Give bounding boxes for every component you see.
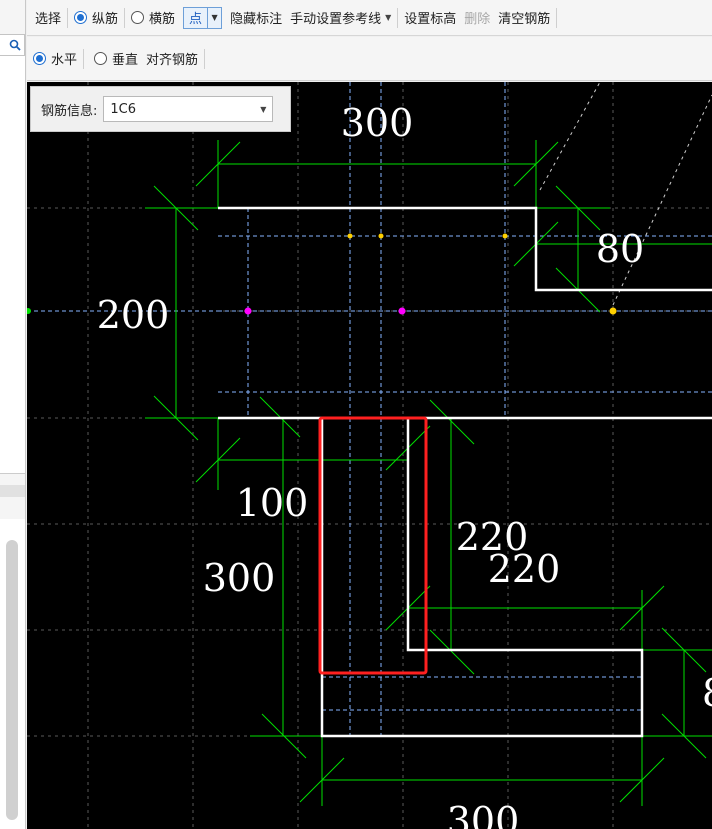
delete-button[interactable]: 删除 bbox=[464, 12, 491, 27]
drawing-canvas[interactable]: 300 200 80 100 300 220 220 300 8 bbox=[27, 82, 712, 829]
radio-horizontal[interactable]: 水平 bbox=[27, 49, 81, 68]
radio-longitudinal[interactable]: 纵筋 bbox=[70, 8, 122, 27]
section-outline bbox=[218, 206, 712, 738]
chevron-down-icon: ▼ bbox=[385, 13, 392, 22]
separator bbox=[204, 48, 206, 69]
separator bbox=[397, 7, 399, 28]
dim-web-width-text: 100 bbox=[236, 481, 309, 525]
separator bbox=[556, 7, 558, 28]
radio-transverse-label: 横筋 bbox=[149, 12, 176, 27]
scrollbar[interactable] bbox=[6, 540, 18, 820]
manual-ref-line-label: 手动设置参考线 bbox=[290, 12, 382, 27]
radio-unchecked-icon bbox=[94, 52, 108, 65]
radio-horizontal-label: 水平 bbox=[51, 53, 78, 68]
radio-checked-icon bbox=[74, 11, 88, 24]
radio-longitudinal-label: 纵筋 bbox=[92, 12, 119, 27]
manual-ref-line-dropdown[interactable]: 手动设置参考线 ▼ bbox=[286, 8, 395, 27]
dim-step-text: 80 bbox=[596, 227, 644, 271]
search-icon[interactable] bbox=[9, 39, 21, 51]
point-mode-value: 点 bbox=[189, 12, 203, 27]
align-rebar-button[interactable]: 对齐钢筋 bbox=[146, 53, 199, 68]
rebar-info-panel: 钢筋信息: 1C6 ▼ bbox=[30, 86, 291, 132]
radio-checked-icon bbox=[33, 52, 46, 65]
separator bbox=[124, 7, 126, 28]
toolbar-primary: 选择 纵筋 横筋 点 ▼ 隐藏标注 手动设置参考线 ▼ 设置标高 删除 清空钢筋 bbox=[27, 0, 712, 36]
background-grid bbox=[27, 82, 712, 829]
rebar-info-select[interactable]: 1C6 ▼ bbox=[103, 96, 274, 122]
separator bbox=[83, 48, 85, 69]
dim-left-text: 200 bbox=[97, 293, 170, 337]
dim-inner-1-text: 220 bbox=[456, 515, 529, 559]
toolbar-secondary: 水平 垂直 对齐钢筋 bbox=[27, 37, 712, 81]
dim-web-height-text: 300 bbox=[203, 556, 276, 600]
radio-vertical[interactable]: 垂直 bbox=[86, 49, 142, 68]
dim-top-text: 300 bbox=[341, 101, 414, 145]
panel-divider bbox=[0, 485, 25, 497]
rebar-info-label: 钢筋信息: bbox=[41, 103, 98, 119]
clear-rebar-button[interactable]: 清空钢筋 bbox=[498, 12, 551, 27]
chevron-down-icon[interactable]: ▼ bbox=[260, 104, 267, 114]
select-button[interactable]: 选择 bbox=[35, 12, 62, 27]
hide-annotation-button[interactable]: 隐藏标注 bbox=[230, 12, 283, 27]
search-box[interactable] bbox=[0, 34, 25, 56]
dim-bottom-text: 300 bbox=[447, 799, 520, 829]
selected-region bbox=[318, 416, 428, 675]
dim-inner-2-text: 220 bbox=[488, 547, 561, 591]
set-elevation-button[interactable]: 设置标高 bbox=[404, 12, 457, 27]
leader-lines bbox=[539, 82, 712, 306]
chevron-down-icon[interactable]: ▼ bbox=[207, 7, 221, 28]
separator bbox=[67, 7, 69, 28]
point-mode-select[interactable]: 点 ▼ bbox=[183, 6, 223, 29]
radio-transverse[interactable]: 横筋 bbox=[127, 8, 179, 27]
rebar-points bbox=[27, 233, 617, 315]
reference-lines bbox=[27, 82, 712, 736]
left-panel bbox=[0, 0, 26, 829]
tree-area bbox=[0, 56, 25, 474]
radio-unchecked-icon bbox=[131, 11, 145, 24]
rebar-info-value: 1C6 bbox=[110, 101, 137, 117]
section-drawing: 300 200 80 100 300 220 220 300 8 bbox=[27, 82, 712, 829]
dim-right-partial-text: 8 bbox=[702, 671, 712, 715]
radio-vertical-label: 垂直 bbox=[112, 53, 139, 68]
